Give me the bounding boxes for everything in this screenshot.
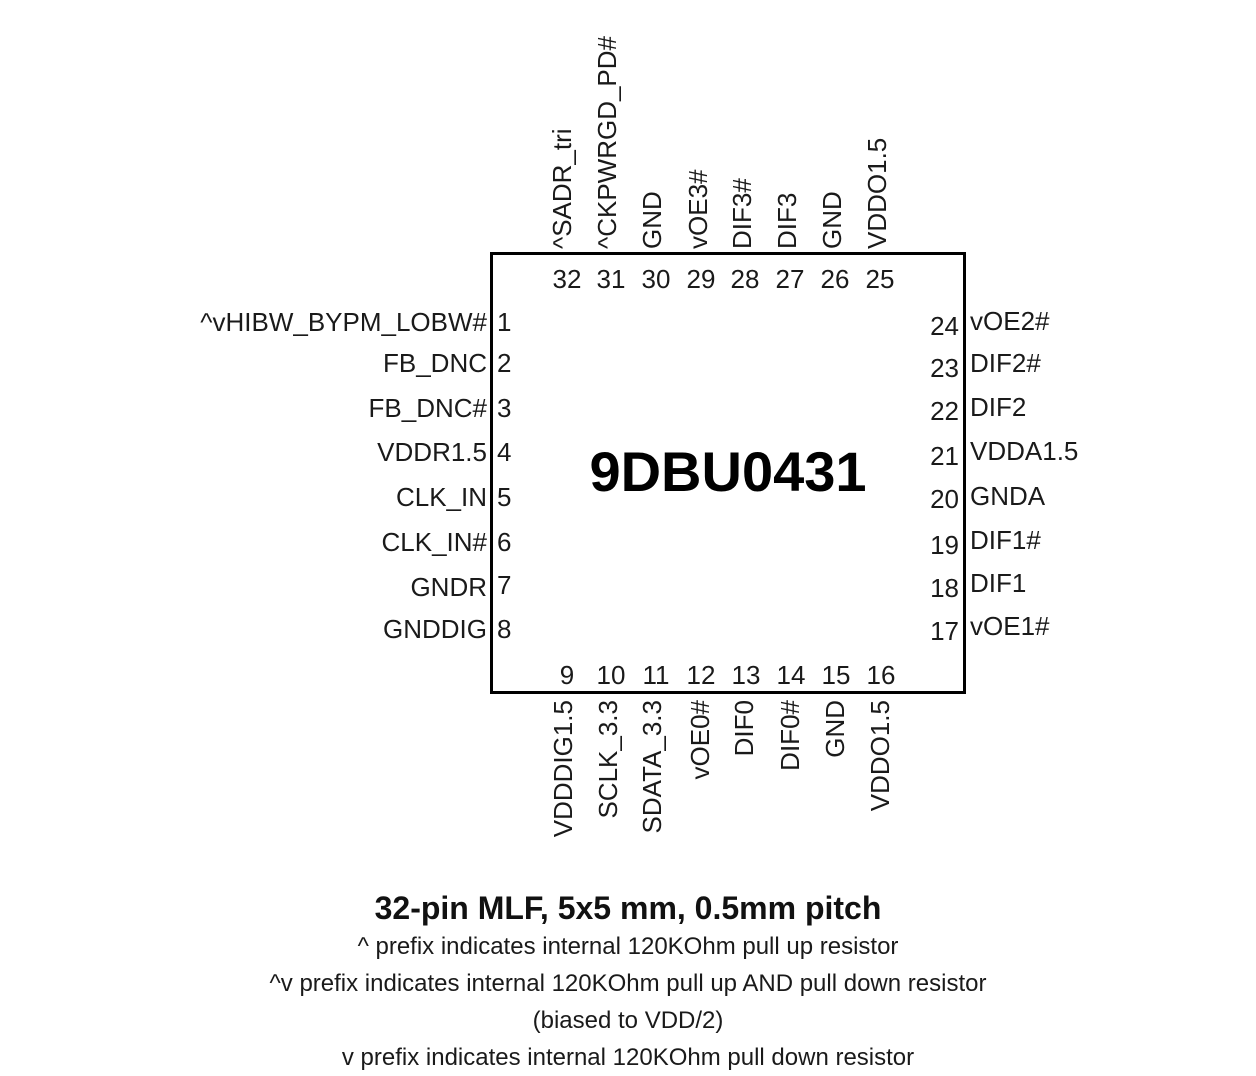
pin-label: ^CKPWRGD_PD# xyxy=(592,35,622,249)
pin-label: GND xyxy=(817,191,847,249)
pin-label: SCLK_3.3 xyxy=(593,700,623,819)
pin-number: 23 xyxy=(930,353,959,383)
pin-number: 24 xyxy=(930,311,959,341)
pin-label: DIF3# xyxy=(727,178,757,249)
pin-label: ^vHIBW_BYPM_LOBW# xyxy=(200,307,487,337)
package-title: 32-pin MLF, 5x5 mm, 0.5mm pitch xyxy=(374,890,882,926)
pin-number: 22 xyxy=(930,396,959,426)
pin-number: 19 xyxy=(930,530,959,560)
pin-label: vOE0# xyxy=(685,700,715,780)
pin-number: 10 xyxy=(596,660,626,690)
pin-number: 20 xyxy=(930,484,959,514)
pin-label: vOE1# xyxy=(970,611,1050,641)
pin-number: 5 xyxy=(497,482,512,512)
pin-number: 8 xyxy=(497,614,512,644)
pin-label: FB_DNC# xyxy=(368,393,487,423)
package-note: ^v prefix indicates internal 120KOhm pul… xyxy=(269,970,987,997)
pin-label: GNDDIG xyxy=(383,614,487,644)
package-note: v prefix indicates internal 120KOhm pull… xyxy=(341,1044,915,1071)
pin-label: VDDA1.5 xyxy=(970,436,1079,466)
pin-number: 31 xyxy=(596,264,626,294)
pin-label: CLK_IN xyxy=(395,482,487,512)
pin-label: vOE2# xyxy=(970,306,1050,336)
chip-body xyxy=(490,252,966,694)
pin-number: 14 xyxy=(776,660,806,690)
pin-number: 29 xyxy=(686,264,716,294)
pin-number: 13 xyxy=(731,660,761,690)
part-number-label: 9DBU0431 xyxy=(589,440,867,503)
pin-number: 15 xyxy=(821,660,851,690)
pin-label: GNDR xyxy=(410,572,487,602)
pin-label: GND xyxy=(637,191,667,249)
pin-number: 7 xyxy=(497,570,512,600)
pin-number: 11 xyxy=(642,660,670,690)
pin-label: DIF2 xyxy=(970,392,1027,422)
pin-number: 17 xyxy=(930,616,959,646)
pin-label: VDDO1.5 xyxy=(862,137,892,249)
pin-number: 30 xyxy=(641,264,671,294)
pin-number: 21 xyxy=(930,441,959,471)
pin-label: CLK_IN# xyxy=(381,527,488,557)
pin-number: 2 xyxy=(497,348,512,378)
pin-number: 12 xyxy=(686,660,716,690)
pin-label: FB_DNC xyxy=(382,348,487,378)
pin-number: 27 xyxy=(775,264,805,294)
package-caption: 32-pin MLF, 5x5 mm, 0.5mm pitch ^ prefix… xyxy=(0,888,1256,1076)
pin-number: 16 xyxy=(866,660,896,690)
package-note: ^ prefix indicates internal 120KOhm pull… xyxy=(357,933,899,960)
pin-label: DIF0 xyxy=(729,700,759,757)
pin-number: 3 xyxy=(497,393,512,423)
package-note: (biased to VDD/2) xyxy=(532,1007,724,1034)
pin-label: VDDO1.5 xyxy=(865,700,895,812)
pin-label: DIF2# xyxy=(970,348,1041,378)
pin-label: DIF1 xyxy=(970,568,1027,598)
pin-label: DIF0# xyxy=(775,700,805,771)
pin-number: 6 xyxy=(497,527,512,557)
pin-label: VDDR1.5 xyxy=(377,437,487,467)
pin-number: 4 xyxy=(497,437,512,467)
pin-label: DIF3 xyxy=(772,192,802,249)
pin-label: vOE3# xyxy=(683,169,713,250)
pin-number: 9 xyxy=(559,660,575,690)
pin-label: DIF1# xyxy=(970,525,1041,555)
pin-label: GND xyxy=(820,700,850,758)
pin-label: GNDA xyxy=(970,481,1046,511)
pin-label: VDDDIG1.5 xyxy=(548,700,578,838)
pin-label: SDATA_3.3 xyxy=(637,700,667,834)
pin-label: ^SADR_tri xyxy=(547,128,577,249)
pin-number: 28 xyxy=(730,264,760,294)
pin-number: 25 xyxy=(865,264,895,294)
pin-number: 1 xyxy=(497,307,512,337)
pin-number: 26 xyxy=(820,264,850,294)
pin-number: 18 xyxy=(930,573,959,603)
pin-number: 32 xyxy=(552,264,582,294)
